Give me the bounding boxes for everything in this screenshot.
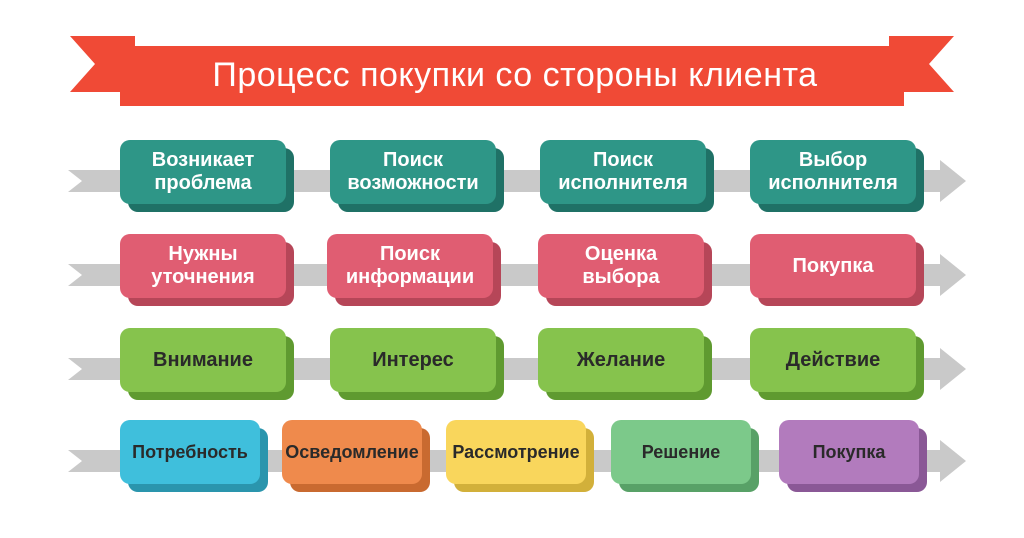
step-label: Нужны уточнения bbox=[120, 234, 286, 298]
step-label: Желание bbox=[538, 328, 704, 392]
process-step: Выбор исполнителя bbox=[750, 140, 924, 212]
process-step: Нужны уточнения bbox=[120, 234, 294, 306]
row-3: Внимание Интерес Желание Действие bbox=[0, 328, 1024, 408]
step-label: Оценка выбора bbox=[538, 234, 704, 298]
process-step: Поиск информации bbox=[327, 234, 501, 306]
process-step: Интерес bbox=[330, 328, 504, 400]
process-step: Покупка bbox=[750, 234, 924, 306]
step-label: Покупка bbox=[779, 420, 919, 484]
title-banner: Процесс покупки со стороны клиента bbox=[0, 0, 1024, 120]
step-label: Осведомление bbox=[282, 420, 422, 484]
process-step: Решение bbox=[611, 420, 759, 492]
row-4: Потребность Осведомление Рассмотрение Решен… bbox=[0, 420, 1024, 500]
row-1: Возникает проблема Поиск возможности Поиск… bbox=[0, 140, 1024, 220]
process-step: Действие bbox=[750, 328, 924, 400]
step-label: Интерес bbox=[330, 328, 496, 392]
process-step: Поиск исполнителя bbox=[540, 140, 714, 212]
process-step: Рассмотрение bbox=[446, 420, 594, 492]
step-label: Выбор исполнителя bbox=[750, 140, 916, 204]
step-label: Внимание bbox=[120, 328, 286, 392]
process-step: Осведомление bbox=[282, 420, 430, 492]
step-label: Действие bbox=[750, 328, 916, 392]
step-label: Решение bbox=[611, 420, 751, 484]
process-step: Оценка выбора bbox=[538, 234, 712, 306]
step-label: Потребность bbox=[120, 420, 260, 484]
step-label: Покупка bbox=[750, 234, 916, 298]
process-step: Потребность bbox=[120, 420, 268, 492]
step-label: Рассмотрение bbox=[446, 420, 586, 484]
step-label: Поиск информации bbox=[327, 234, 493, 298]
step-label: Поиск исполнителя bbox=[540, 140, 706, 204]
row-2: Нужны уточнения Поиск информации Оценка вы… bbox=[0, 234, 1024, 314]
process-step: Возникает проблема bbox=[120, 140, 294, 212]
step-label: Поиск возможности bbox=[330, 140, 496, 204]
process-step: Поиск возможности bbox=[330, 140, 504, 212]
page-title: Процесс покупки со стороны клиента bbox=[212, 55, 818, 94]
step-label: Возникает проблема bbox=[120, 140, 286, 204]
process-step: Желание bbox=[538, 328, 712, 400]
ribbon-shape bbox=[70, 36, 954, 106]
process-step: Покупка bbox=[779, 420, 927, 492]
process-step: Внимание bbox=[120, 328, 294, 400]
